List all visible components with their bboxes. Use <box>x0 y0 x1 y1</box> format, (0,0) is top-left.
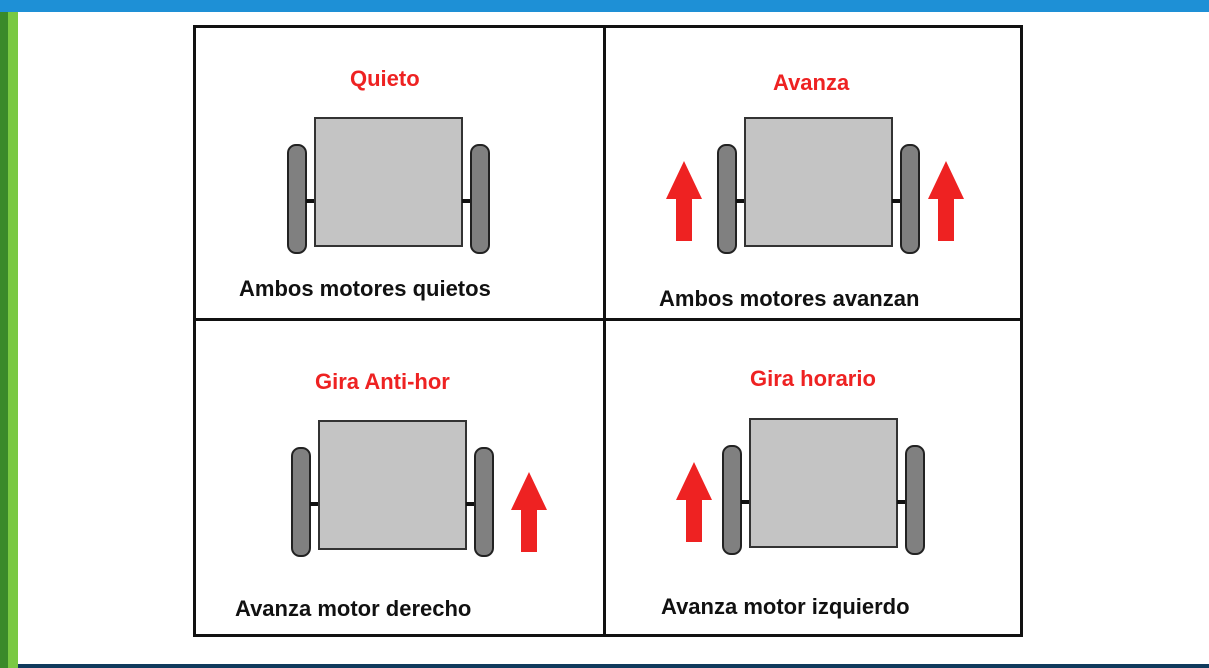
right-wheel <box>905 445 925 555</box>
cell-caption-gira-anti-hor: Avanza motor derecho <box>235 596 472 621</box>
grid-vertical-divider <box>603 25 606 637</box>
cell-title-avanza: Avanza <box>773 70 850 95</box>
cell-caption-gira-horario: Avanza motor izquierdo <box>661 594 910 619</box>
left-wheel <box>722 445 742 555</box>
cell-title-quieto: Quieto <box>350 66 420 91</box>
right-wheel <box>474 447 494 557</box>
robot-diagram-gira-anti-hor <box>291 420 494 557</box>
robot-diagram-quieto <box>287 117 490 254</box>
chassis <box>318 420 467 550</box>
right-wheel <box>470 144 490 254</box>
right-motor-forward-arrow <box>511 472 547 552</box>
left-wheel <box>287 144 307 254</box>
left-wheel <box>291 447 311 557</box>
top-accent-band <box>0 0 1209 12</box>
chassis <box>749 418 898 548</box>
left-motor-forward-arrow <box>676 462 712 542</box>
left-wheel <box>717 144 737 254</box>
right-wheel <box>900 144 920 254</box>
right-motor-forward-arrow <box>928 161 964 241</box>
cell-title-gira-horario: Gira horario <box>750 366 876 391</box>
left-accent-band-dark <box>0 12 8 668</box>
cell-title-gira-anti-hor: Gira Anti-hor <box>315 369 450 394</box>
cell-caption-avanza: Ambos motores avanzan <box>659 286 920 311</box>
grid-horizontal-divider <box>193 318 1023 321</box>
left-motor-forward-arrow <box>666 161 702 241</box>
chassis <box>314 117 463 247</box>
cell-caption-quieto: Ambos motores quietos <box>239 276 491 301</box>
slide-canvas <box>18 12 1209 664</box>
diagram-grid <box>193 25 1023 637</box>
chassis <box>744 117 893 247</box>
robot-diagram-gira-horario <box>722 418 925 555</box>
robot-diagram-avanza <box>717 117 920 254</box>
